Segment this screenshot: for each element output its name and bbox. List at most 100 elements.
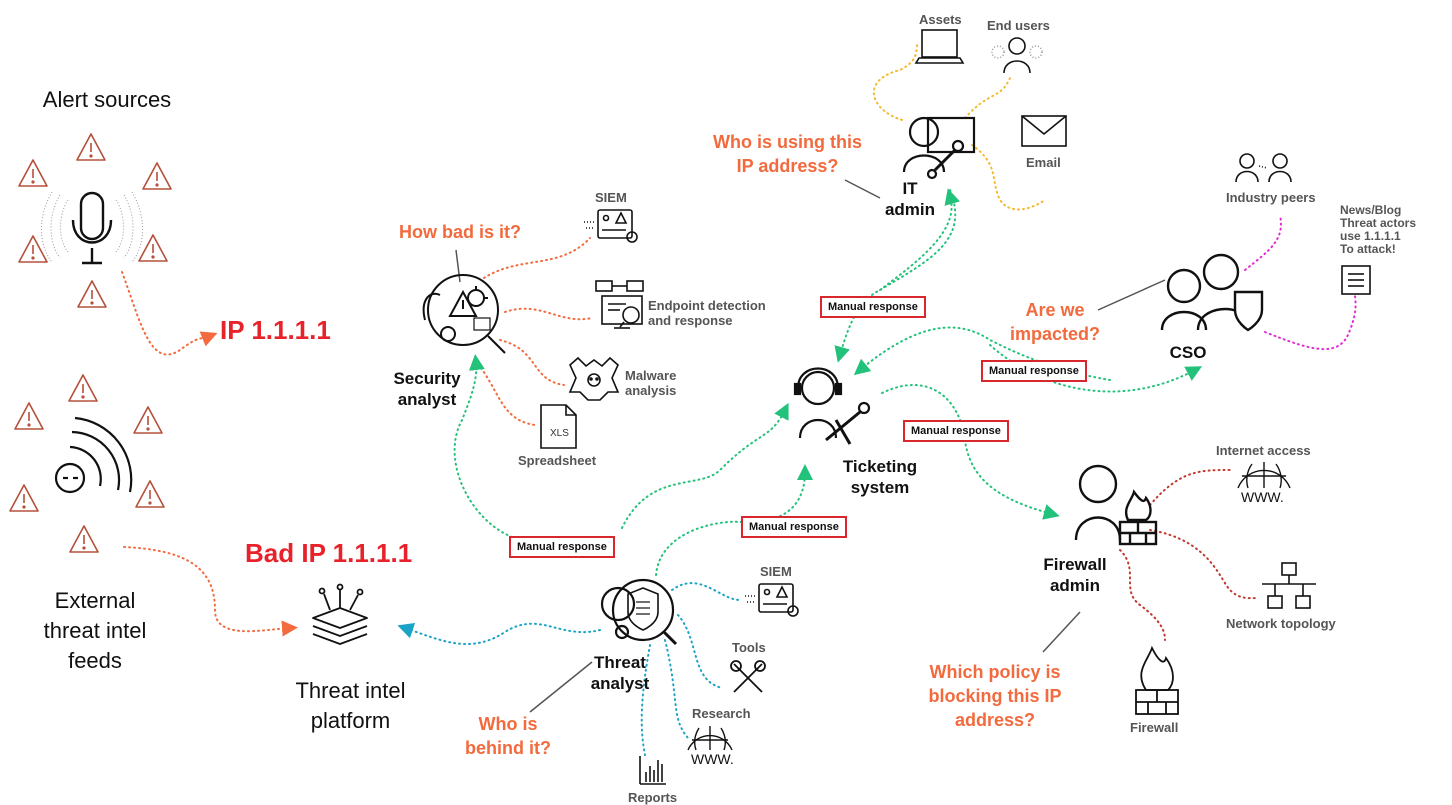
research-label: Research [692,706,751,721]
leader-which-policy [1042,611,1081,653]
network-topology-label: Network topology [1226,616,1336,631]
industry-peers-icon [1235,153,1292,183]
email-label: Email [1026,155,1061,170]
firewall-admin-icon [1074,464,1158,546]
leader-who-behind [529,661,593,713]
warning-icon [135,480,165,508]
path-alerts-to-ip [121,271,218,356]
assets-label: Assets [919,12,962,27]
it-admin-label: IT admin [884,179,936,219]
sensor-icon [54,416,133,494]
path-ta-siem [671,582,741,601]
manual-response-badge: Manual response [903,420,1009,442]
path-cso-ticket [853,326,1111,381]
spreadsheet-icon [540,404,577,449]
warning-icon [69,525,99,553]
threat-analyst-icon [600,578,678,646]
question-impacted: Are we impacted? [1009,300,1101,344]
warning-icon [14,402,44,430]
path-mr-ticket-2 [655,464,813,576]
security-analyst-icon [422,274,506,354]
question-who-using: Who is using this IP address? [713,132,862,176]
reports-icon [639,756,666,785]
external-feeds-label: External threat intel feeds [43,588,147,673]
alert-sources-label: Alert sources [42,87,172,112]
ticketing-system-label: Ticketing system [842,457,918,497]
endpoint-detection-icon [595,280,644,329]
xls-label: XLS [550,428,569,439]
tools-label: Tools [732,640,766,655]
industry-peers-label: Industry peers [1226,190,1316,205]
siem-icon [745,583,799,617]
question-who-behind: Who is behind it? [465,714,551,758]
tools-icon [730,660,766,693]
warning-icon [76,133,106,161]
security-analyst-label: Security analyst [393,369,461,409]
cso-label: CSO [1169,343,1207,362]
manual-response-badge: Manual response [509,536,615,558]
firewall-admin-label: Firewall admin [1043,555,1107,595]
warning-icon [133,406,163,434]
end-users-icon [991,37,1043,74]
internet-access-label: Internet access [1216,443,1311,458]
newspaper-icon [1341,265,1371,295]
end-users-label: End users [987,18,1050,33]
manual-response-badge: Manual response [820,296,926,318]
www-label: WWW. [691,751,734,767]
cso-icon [1160,253,1264,332]
warning-icon [9,484,39,512]
path-sa-malware [499,339,565,386]
path-it-up [879,188,960,291]
firewall-icon [1135,645,1179,715]
leader-who-using [844,179,881,199]
path-sa-spreadsheet [474,359,536,426]
malware-icon [568,356,620,401]
question-which-policy: Which policy is blocking this IP address… [928,662,1062,730]
globe-icon [687,726,733,751]
siem-label: SIEM [760,564,792,579]
path-ta-reports [640,644,651,756]
path-ta-research [664,639,691,741]
threat-analyst-label: Threat analyst [590,653,650,693]
warning-icon [138,234,168,262]
path-fw-network [1149,529,1259,600]
siem-icon [584,209,638,243]
it-admin-icon [902,116,976,180]
reports-label: Reports [628,790,678,805]
threat-intel-platform-label: Threat intel platform [295,678,406,733]
firewall-label: Firewall [1130,720,1179,735]
bad-ip-label: Bad IP 1.1.1.1 [245,538,413,568]
path-fw-firewall [1119,549,1166,641]
warning-icon [142,162,172,190]
edr-label: Endpoint detection and response [648,298,766,328]
email-icon [1021,115,1067,147]
path-ta-tip [397,622,601,645]
path-sa-edr [504,307,593,321]
malware-label: Malware analysis [625,368,677,398]
warning-icon [77,280,107,308]
path-it-assets [872,41,919,121]
globe-icon [1237,462,1291,489]
network-topology-icon [1262,562,1316,609]
path-it-endusers [964,77,1011,119]
ticketing-system-icon [793,367,871,445]
leader-impacted [1097,279,1166,311]
warning-icon [18,235,48,263]
path-feeds-to-tip [123,546,298,637]
ip-label: IP 1.1.1.1 [220,315,331,345]
siem-label: SIEM [595,190,627,205]
warning-icon [18,159,48,187]
path-cso-peers [1244,214,1282,271]
manual-response-badge: Manual response [981,360,1087,382]
path-sa-siem [483,237,591,279]
question-how-bad: How bad is it? [398,222,521,242]
warning-icon [68,374,98,402]
path-cso-news [1264,294,1357,351]
path-mr-sa [453,354,513,538]
path-ta-tools [677,614,723,689]
manual-response-badge: Manual response [741,516,847,538]
laptop-icon [914,29,965,64]
microphone-icon [41,191,143,265]
